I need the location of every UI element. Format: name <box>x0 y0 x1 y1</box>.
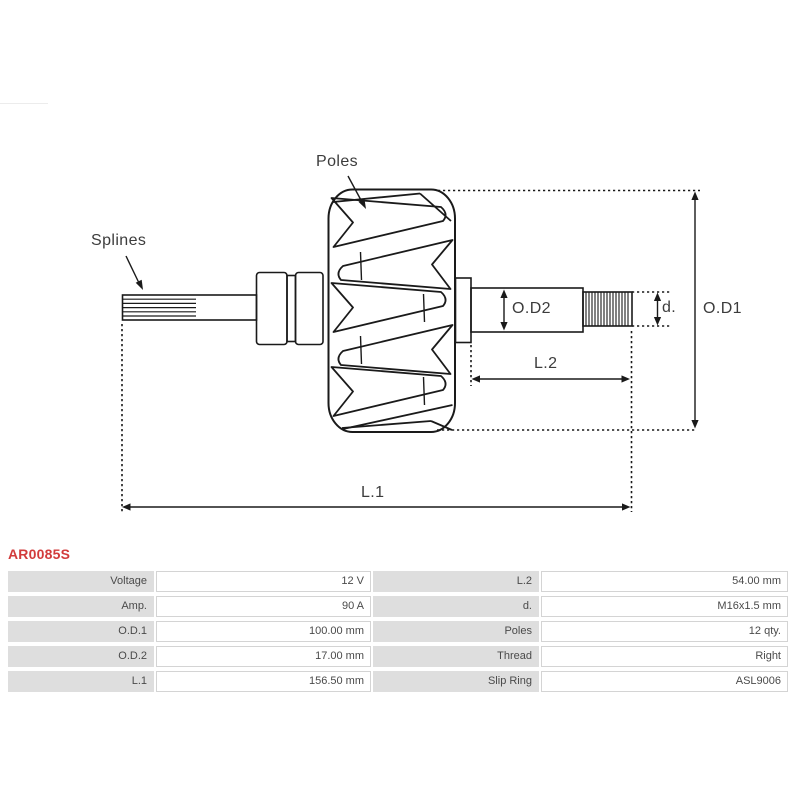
spec-label: d. <box>373 596 539 617</box>
dimension-arrowheads <box>122 191 699 511</box>
part-number: AR0085S <box>8 546 71 562</box>
spec-label: O.D.2 <box>8 646 154 667</box>
spec-value: 17.00 mm <box>156 646 371 667</box>
spec-value: 54.00 mm <box>541 571 788 592</box>
spec-label: Thread <box>373 646 539 667</box>
shaft-collars <box>255 271 324 346</box>
label-d: d. <box>662 299 677 316</box>
label-l2: L.2 <box>534 355 558 372</box>
spec-value: ASL9006 <box>541 671 788 692</box>
spec-label: Slip Ring <box>373 671 539 692</box>
rotor-technical-drawing <box>121 175 700 512</box>
spec-label: Poles <box>373 621 539 642</box>
spec-value: 156.50 mm <box>156 671 371 692</box>
label-od2: O.D2 <box>512 300 551 317</box>
spec-label: L.2 <box>373 571 539 592</box>
spec-table: Voltage 12 V L.2 54.00 mm Amp. 90 A d. M… <box>8 571 788 692</box>
rotor-body <box>327 188 456 433</box>
spec-label: Voltage <box>8 571 154 592</box>
spec-label: Amp. <box>8 596 154 617</box>
dimension-lines <box>125 175 696 508</box>
scan-artifact-line <box>0 103 48 104</box>
label-l1: L.1 <box>361 484 385 501</box>
label-od1: O.D1 <box>703 300 742 317</box>
spec-value: M16x1.5 mm <box>541 596 788 617</box>
splined-shaft <box>121 294 258 321</box>
threaded-end <box>582 291 633 327</box>
spec-value: Right <box>541 646 788 667</box>
spec-value: 12 qty. <box>541 621 788 642</box>
spec-value: 90 A <box>156 596 371 617</box>
claw-poles <box>330 192 454 431</box>
construction-lines <box>121 189 700 512</box>
spec-label: L.1 <box>8 671 154 692</box>
label-splines: Splines <box>91 232 147 249</box>
spec-value: 12 V <box>156 571 371 592</box>
spec-value: 100.00 mm <box>156 621 371 642</box>
label-poles: Poles <box>316 153 359 170</box>
spec-label: O.D.1 <box>8 621 154 642</box>
